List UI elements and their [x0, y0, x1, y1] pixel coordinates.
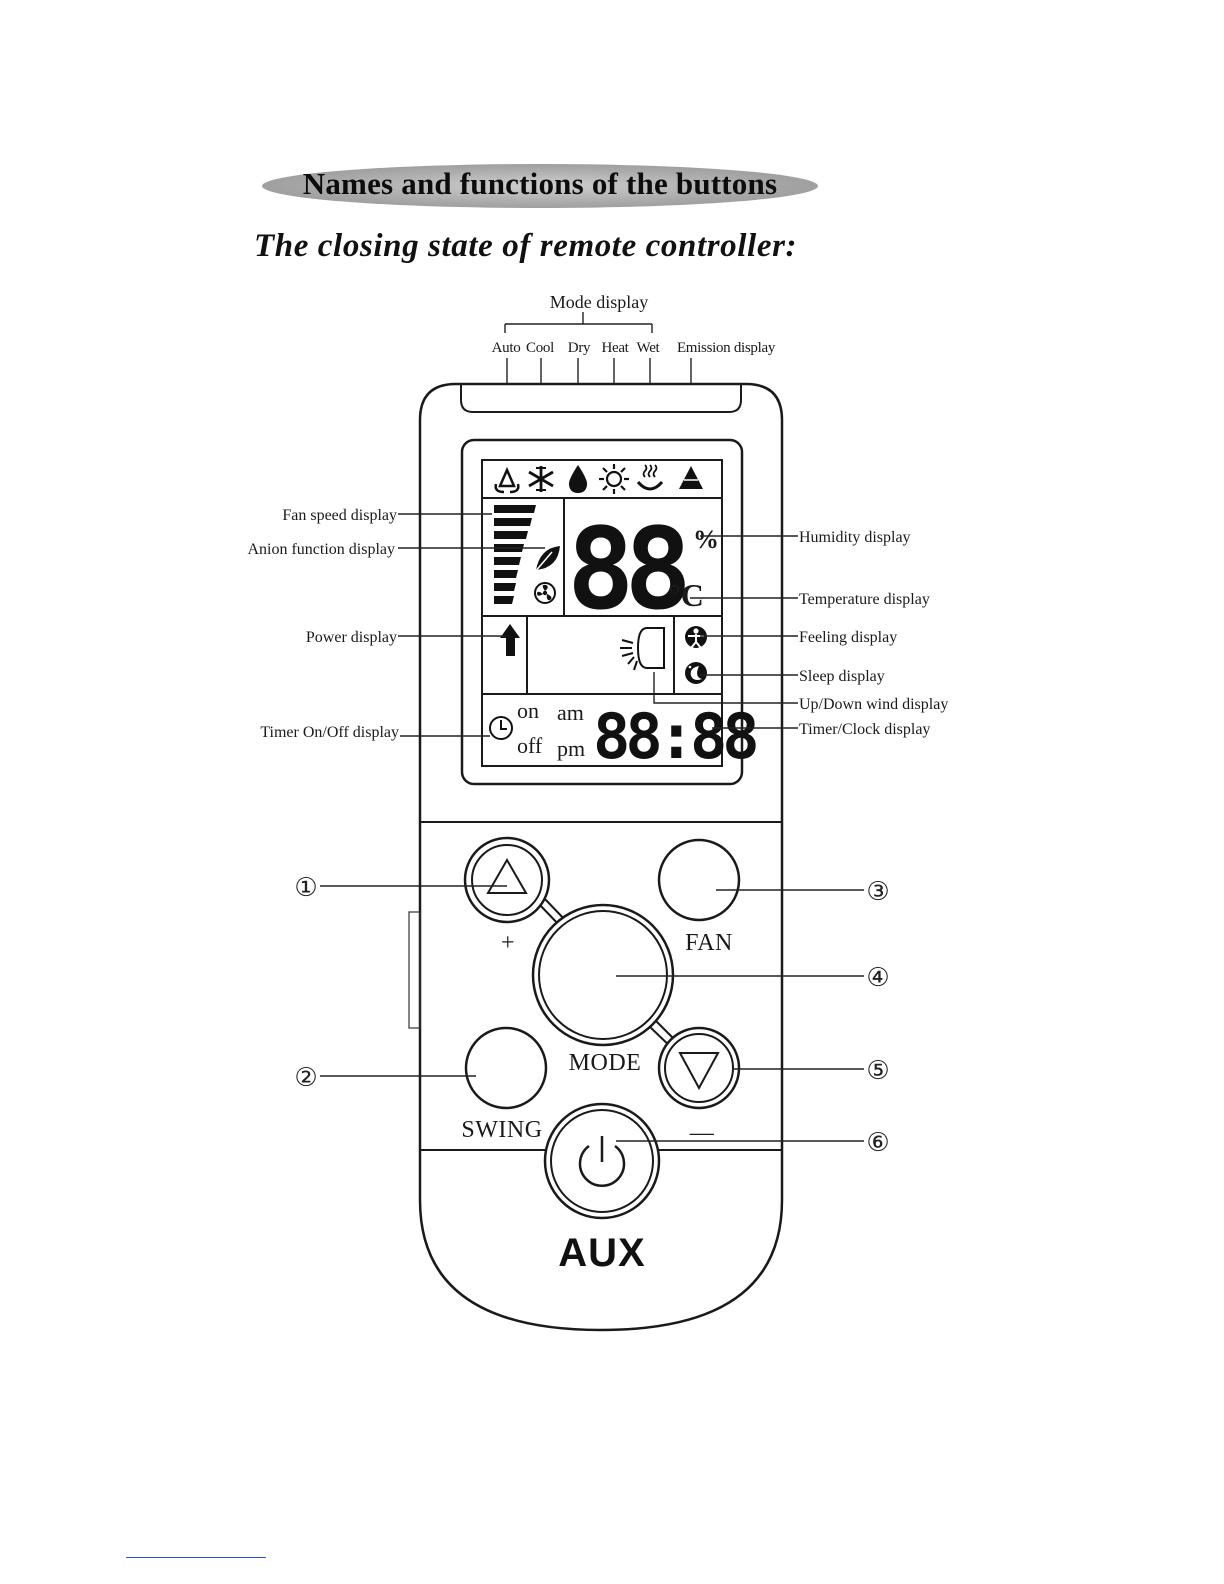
- anion-leaf-icon: [533, 546, 560, 574]
- timer-onoff-label: Timer On/Off display: [260, 724, 399, 741]
- swing-label: SWING: [461, 1117, 542, 1143]
- mode-heat-label: Heat: [601, 340, 629, 356]
- down-triangle-icon: [678, 1052, 720, 1091]
- up-plus-button[interactable]: [463, 836, 551, 924]
- left-leader-lines: [398, 513, 545, 737]
- sleep-moon-icon: [685, 662, 707, 684]
- lcd-celsius-symbol: °C: [668, 577, 704, 613]
- brand-logo: AUX: [558, 1231, 645, 1275]
- mode-bracket: [504, 312, 653, 333]
- button-leader-lines: [320, 885, 864, 1142]
- fan-label: FAN: [685, 930, 733, 956]
- heat-mode-sun-icon: [599, 464, 629, 494]
- remote-top-notch: [460, 384, 742, 413]
- feeling-person-icon: [685, 626, 707, 649]
- lcd-timer-on: on: [517, 698, 539, 723]
- mode-display-label: Mode display: [550, 292, 649, 312]
- lcd-clock-digits: 88:88: [593, 700, 756, 773]
- lcd-main-digits: 88: [567, 505, 685, 635]
- down-minus-button[interactable]: [657, 1026, 741, 1110]
- timer-clock-icon: [489, 716, 513, 740]
- footer-rule: [126, 1557, 266, 1558]
- cool-mode-snowflake-icon: [528, 466, 554, 492]
- emission-display-label: Emission display: [677, 340, 776, 356]
- up-triangle-icon: [486, 857, 528, 894]
- mode-dry-label: Dry: [568, 340, 591, 356]
- fan-speed-label: Fan speed display: [282, 507, 397, 524]
- callout-2: ②: [294, 1063, 317, 1093]
- fan-button[interactable]: [657, 838, 741, 922]
- lcd-grid-lines: [482, 497, 722, 695]
- wet-mode-icon: [636, 464, 664, 491]
- callout-6: ⑥: [866, 1128, 889, 1158]
- mode-button[interactable]: [531, 903, 675, 1047]
- subtitle: The closing state of remote controller:: [254, 228, 798, 264]
- anion-label: Anion function display: [247, 541, 395, 558]
- lcd-percent-symbol: %: [693, 525, 719, 554]
- callout-5: ⑤: [866, 1056, 889, 1086]
- power-button[interactable]: [543, 1102, 661, 1220]
- section-heading: Names and functions of the buttons: [262, 160, 818, 212]
- updown-wind-label: Up/Down wind display: [799, 696, 948, 713]
- minus-label: —: [689, 1120, 715, 1146]
- updown-wind-icon: [620, 627, 665, 671]
- plus-label: +: [501, 930, 515, 956]
- fan-speed-bars: [494, 505, 536, 604]
- mode-auto-label: Auto: [492, 340, 521, 356]
- auto-mode-icon: [494, 466, 520, 494]
- temperature-label: Temperature display: [799, 591, 930, 608]
- timer-clock-label: Timer/Clock display: [799, 721, 930, 738]
- dry-mode-drop-icon: [568, 465, 588, 493]
- mode-label: MODE: [569, 1050, 642, 1076]
- power-label: Power display: [306, 629, 397, 646]
- swing-button[interactable]: [464, 1026, 548, 1110]
- callout-3: ③: [866, 877, 889, 907]
- heading-highlight: [262, 164, 818, 208]
- fan-icon: [534, 582, 556, 604]
- power-arrow-icon: [500, 624, 520, 656]
- callout-4: ④: [866, 963, 889, 993]
- lcd-pm: pm: [557, 736, 585, 761]
- callout-1: ①: [294, 873, 317, 903]
- power-icon: [578, 1144, 626, 1187]
- remote-side-slot: [408, 911, 421, 1029]
- mode-cool-label: Cool: [526, 340, 554, 356]
- mode-wet-label: Wet: [637, 340, 661, 356]
- feeling-label: Feeling display: [799, 629, 897, 646]
- lcd-timer-off: off: [517, 733, 543, 758]
- sleep-label: Sleep display: [799, 668, 885, 685]
- emission-triangle-icon: [679, 466, 703, 489]
- heading-text: Names and functions of the buttons: [302, 166, 778, 201]
- humidity-label: Humidity display: [799, 529, 911, 546]
- lcd-am: am: [557, 700, 584, 725]
- right-leader-lines: [653, 535, 798, 729]
